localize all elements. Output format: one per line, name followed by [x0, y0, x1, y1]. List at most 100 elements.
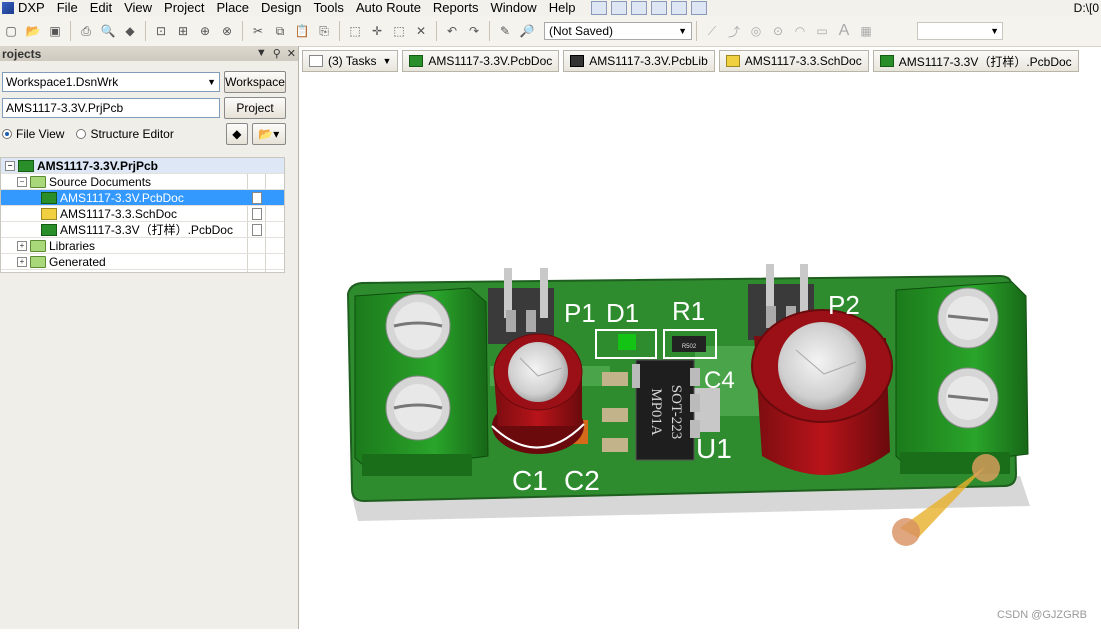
text-icon[interactable]: [631, 1, 648, 15]
tree-doc-pcbdoc[interactable]: AMS1117-3.3V.PcbDoc: [1, 190, 284, 206]
designator-r1: R1: [672, 296, 705, 326]
copy-tool-icon[interactable]: ⧉: [275, 23, 285, 38]
move-icon[interactable]: ✛: [371, 24, 383, 38]
pin-icon[interactable]: ⚲: [272, 48, 281, 60]
document-icon: [252, 191, 262, 204]
clear-icon[interactable]: ✕: [415, 24, 427, 38]
save-icon[interactable]: ▣: [49, 24, 61, 38]
watermark: CSDN @GJZGRB: [996, 609, 1087, 621]
origin-marker-icon: [892, 454, 1000, 546]
tab-pcblib[interactable]: AMS1117-3.3V.PcbLib: [563, 50, 715, 72]
open-icon[interactable]: 📂: [25, 24, 41, 38]
browse-component-icon[interactable]: 🔎: [519, 24, 535, 38]
designator-c4: C4: [704, 367, 735, 394]
via-icon[interactable]: ⊙: [772, 24, 784, 38]
zoom-selected-icon[interactable]: ⊕: [199, 24, 211, 38]
panel-menu-icon[interactable]: ▼: [255, 47, 267, 59]
toolbar-separator: [436, 21, 437, 41]
print-preview-icon[interactable]: 🔍: [100, 24, 116, 38]
tab-schdoc[interactable]: AMS1117-3.3.SchDoc: [718, 50, 869, 72]
menu-dxp[interactable]: DXP: [0, 0, 51, 16]
pcb-doc-icon: [41, 191, 57, 204]
compile-icon[interactable]: ◆: [225, 123, 248, 145]
designator-c2: C2: [564, 465, 600, 496]
capacitor-large: [751, 309, 893, 476]
new-icon[interactable]: ▢: [5, 24, 17, 38]
tab-tasks[interactable]: (3) Tasks ▼: [302, 50, 399, 72]
folder-options-icon[interactable]: 📂▾: [251, 123, 286, 145]
tree-project-label: AMS1117-3.3V.PrjPcb: [37, 158, 158, 173]
tree-project-node[interactable]: − AMS1117-3.3V.PrjPcb: [1, 158, 284, 174]
cut-icon[interactable]: ✂: [252, 24, 264, 38]
workspace-button[interactable]: Workspace: [224, 71, 286, 93]
print-icon[interactable]: ⎙: [81, 23, 91, 38]
zoom-filter-icon[interactable]: ⊗: [221, 24, 233, 38]
menu-window[interactable]: Window: [490, 0, 537, 15]
select-rect-icon[interactable]: ⬚: [349, 24, 361, 38]
menu-project[interactable]: Project: [164, 0, 205, 15]
tree-doc-label: AMS1117-3.3.SchDoc: [60, 206, 177, 221]
component-icon[interactable]: ▦: [860, 24, 872, 38]
collapse-icon[interactable]: −: [17, 176, 27, 187]
menu-help[interactable]: Help: [548, 0, 576, 15]
close-icon[interactable]: ✕: [286, 48, 296, 60]
pen-icon[interactable]: [591, 1, 608, 15]
zoom-fit-icon[interactable]: ⊡: [155, 24, 167, 38]
rubber-stamp-icon[interactable]: ⎘: [319, 23, 329, 38]
menu-file[interactable]: File: [56, 0, 78, 15]
resistor-r1: [672, 336, 706, 352]
menu-edit[interactable]: Edit: [89, 0, 113, 15]
crossprobe-icon[interactable]: ✎: [499, 24, 511, 38]
expand-icon[interactable]: +: [17, 256, 27, 267]
tree-column-divider: [265, 158, 266, 272]
collapse-icon[interactable]: −: [5, 160, 15, 171]
deselect-icon[interactable]: ⬚: [393, 24, 405, 38]
tab-label: (3) Tasks: [328, 54, 377, 68]
grid-icon[interactable]: [691, 1, 708, 15]
designator-d1: D1: [606, 298, 639, 328]
menu-view[interactable]: View: [124, 0, 153, 15]
chevron-down-icon: ▼: [382, 56, 392, 66]
variant-select[interactable]: (Not Saved)▼: [544, 22, 692, 40]
redo-icon[interactable]: ↷: [468, 24, 480, 38]
workspace-row: Workspace1.DsnWrk ▼ Workspace: [0, 69, 298, 95]
menu-place[interactable]: Place: [216, 0, 250, 15]
zoom-area-icon[interactable]: ⊞: [177, 24, 189, 38]
structure-editor-radio[interactable]: [76, 129, 87, 139]
paste-icon[interactable]: 📋: [294, 24, 310, 38]
layer-select[interactable]: ▼: [917, 22, 1003, 40]
project-button[interactable]: Project: [224, 97, 286, 119]
tree-doc-pcbdoc-sample[interactable]: AMS1117-3.3V（打样）.PcbDoc: [1, 222, 284, 238]
align-icon[interactable]: [611, 1, 628, 15]
tab-pcbdoc[interactable]: AMS1117-3.3V.PcbDoc: [402, 50, 560, 72]
u1-text-line2: MP01A: [648, 388, 664, 436]
expand-icon[interactable]: +: [17, 240, 27, 251]
route-icon[interactable]: ⟋: [707, 23, 717, 38]
menu-reports[interactable]: Reports: [432, 0, 479, 15]
project-field[interactable]: AMS1117-3.3V.PrjPcb: [2, 98, 220, 118]
dxp-logo-icon: [2, 2, 14, 14]
tree-doc-schdoc[interactable]: AMS1117-3.3.SchDoc: [1, 206, 284, 222]
pcb-3d-canvas[interactable]: R502 SOT-223 MP01A: [300, 76, 1101, 629]
document-icon: [252, 207, 262, 220]
layers-icon[interactable]: [651, 1, 668, 15]
pcb-icon: [409, 55, 424, 67]
workspace-select[interactable]: Workspace1.DsnWrk ▼: [2, 72, 220, 92]
fill-icon[interactable]: ▭: [816, 24, 828, 38]
pcblib-icon: [570, 55, 585, 67]
interactive-route-icon[interactable]: ⤴: [727, 24, 740, 39]
tab-pcbdoc-sample[interactable]: AMS1117-3.3V（打样）.PcbDoc: [872, 50, 1079, 72]
menu-tools[interactable]: Tools: [313, 0, 344, 15]
undo-icon[interactable]: ↶: [446, 24, 458, 38]
menu-auto-route[interactable]: Auto Route: [355, 0, 421, 15]
arc-icon[interactable]: ◠: [794, 24, 806, 38]
pad-icon[interactable]: ◎: [750, 24, 762, 38]
3d-view-icon[interactable]: ◆: [125, 24, 135, 38]
file-view-radio[interactable]: [2, 129, 12, 139]
tree-libraries[interactable]: + Libraries: [1, 238, 284, 254]
tree-generated[interactable]: + Generated: [1, 254, 284, 270]
menu-design[interactable]: Design: [261, 0, 302, 15]
string-icon[interactable]: A: [838, 22, 850, 39]
copy-icon[interactable]: [671, 1, 688, 15]
tree-source-documents[interactable]: − Source Documents: [1, 174, 284, 190]
